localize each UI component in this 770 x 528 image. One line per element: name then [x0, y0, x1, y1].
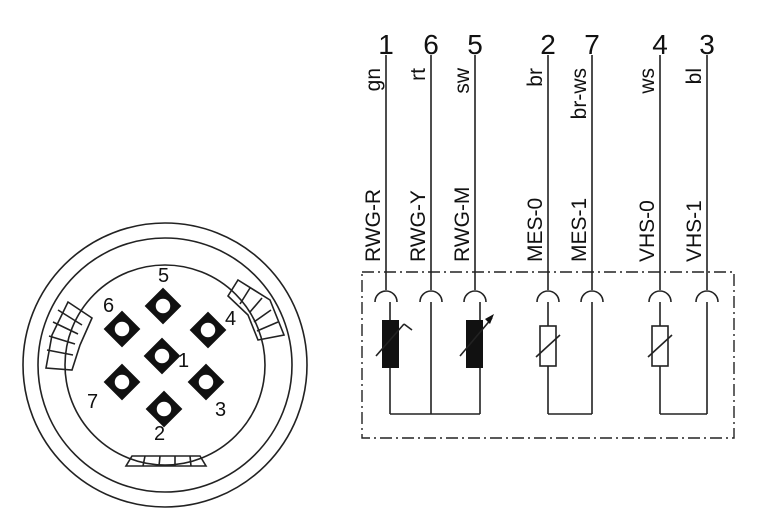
pin-sockets	[103, 287, 227, 428]
wire-color-br: br	[524, 68, 547, 87]
contact-arcs	[374, 290, 719, 303]
pin-label-4: 4	[225, 308, 236, 330]
pin-socket-5	[144, 287, 182, 325]
pin-socket-hole	[197, 373, 215, 391]
wire-color-gn: gn	[362, 68, 385, 91]
wire-pin-5: 5	[467, 29, 483, 60]
rwg-resistor-y	[382, 320, 399, 368]
pin-label-5: 5	[158, 265, 169, 287]
schematic: 1 6 5 2 7 4 3 gn rt sw br br-ws ws bl RW…	[361, 29, 735, 439]
wire-color-br-ws: br-ws	[568, 68, 591, 119]
wire-pin-2: 2	[540, 29, 556, 60]
right-rib-segment	[226, 278, 286, 341]
pin-socket-hole	[113, 320, 131, 338]
rwg-resistor-m	[466, 320, 483, 368]
pin-socket-1	[143, 337, 181, 375]
signal-rwg-r: RWG-R	[362, 189, 385, 262]
vhs-sensor	[647, 302, 708, 415]
pin-socket-hole	[113, 373, 131, 391]
mes-sensor	[535, 302, 593, 415]
pin-socket-hole	[154, 297, 172, 315]
pin-socket-hole	[155, 400, 173, 418]
connector-outer-ring	[22, 222, 308, 508]
wiper-arrow-icon	[485, 314, 494, 324]
pin-label-2: 2	[154, 423, 165, 445]
connector-middle-ring	[37, 237, 293, 493]
signal-mes-1: MES-1	[568, 198, 591, 262]
wire-pin-1: 1	[378, 29, 394, 60]
signal-mes-0: MES-0	[524, 198, 547, 262]
pin-label-6: 6	[103, 295, 114, 317]
wire-color-ws: ws	[636, 68, 659, 95]
pin-socket-7	[103, 363, 141, 401]
bottom-rib-segment	[124, 455, 208, 467]
pin-socket-2	[145, 390, 183, 428]
wire-pin-4: 4	[652, 29, 668, 60]
pin-socket-4	[189, 311, 227, 349]
pin-socket-hole	[153, 347, 171, 365]
pin-socket-hole	[199, 321, 217, 339]
signal-rwg-y: RWG-Y	[407, 190, 430, 262]
pin-label-3: 3	[215, 399, 226, 421]
pin-label-7: 7	[87, 391, 98, 413]
left-rib-segment	[45, 300, 94, 371]
wire-color-bl: bl	[683, 68, 706, 84]
wire-pin-3: 3	[699, 29, 715, 60]
signal-rwg-m: RWG-M	[451, 187, 474, 262]
connector-face: 5 6 4 1 7 3 2	[22, 222, 308, 508]
signal-vhs-0: VHS-0	[636, 200, 659, 262]
wire-lines	[385, 55, 708, 290]
pin-socket-3	[187, 363, 225, 401]
wire-color-sw: sw	[451, 67, 474, 94]
signal-vhs-1: VHS-1	[683, 200, 706, 262]
pin-label-1: 1	[178, 350, 189, 372]
connector-inner-ring	[64, 264, 266, 466]
wire-pin-6: 6	[423, 29, 439, 60]
pin-socket-6	[103, 310, 141, 348]
wire-color-rt: rt	[407, 68, 430, 81]
wire-pin-7: 7	[584, 29, 600, 60]
rwg-potentiometer	[375, 302, 494, 415]
